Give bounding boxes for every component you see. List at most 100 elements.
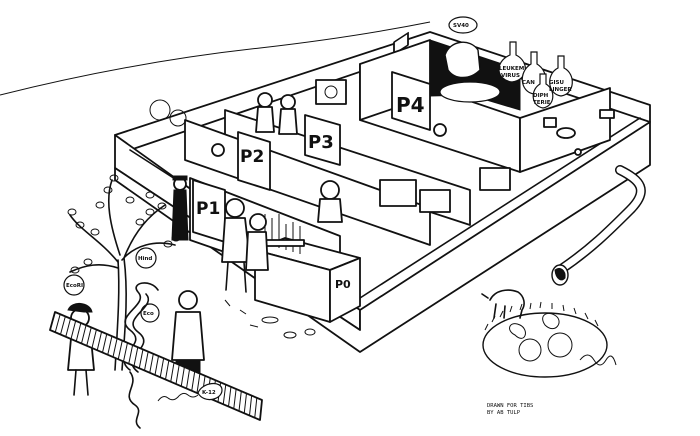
tree-fruit — [140, 303, 160, 323]
fence-stripe — [138, 349, 144, 369]
fence-stripe — [102, 333, 108, 353]
tree-fruit — [135, 247, 157, 269]
svg-text:LEUKEM: LEUKEM — [499, 66, 524, 72]
svg-text:CAN: CAN — [522, 80, 535, 86]
fence-stripe — [254, 397, 258, 418]
fence-stripe — [238, 391, 242, 412]
bottle: GISU LINGER — [549, 55, 573, 97]
pipe-outlet — [574, 148, 582, 156]
door-p1: P1 — [192, 179, 226, 243]
svg-text:GISU: GISU — [549, 80, 564, 86]
fence-stripe — [233, 388, 237, 409]
fence-stripe — [70, 320, 77, 340]
dna-strand — [128, 371, 141, 429]
guard-head — [257, 92, 273, 108]
fence-stripe — [170, 362, 175, 382]
flagellum — [157, 392, 199, 402]
worker-head — [211, 143, 225, 157]
bacterium-label: K-12 — [202, 390, 216, 396]
fence-stripe — [133, 347, 139, 367]
lab-bench: P0 — [254, 214, 361, 323]
svg-text:TERIE: TERIE — [533, 100, 551, 106]
microbe — [509, 323, 526, 339]
test-tubes — [264, 214, 301, 254]
fence-stripe — [75, 322, 82, 342]
guard-cap — [172, 175, 188, 181]
svg-text:VIRUS: VIRUS — [501, 73, 520, 79]
fence-stripe — [175, 364, 180, 385]
doctor-coat — [171, 311, 205, 361]
svg-text:DIPH: DIPH — [533, 93, 549, 99]
fence-stripe — [196, 373, 201, 394]
fence-stripe — [123, 342, 128, 362]
grass-tufts — [484, 301, 599, 331]
microbe — [542, 312, 560, 330]
fence-stripe — [112, 338, 118, 358]
p4-chamber: SV40 LEUKEM VIRUS CAN DIPH TERIE GISU LI… — [429, 16, 573, 111]
tree-fruit — [63, 274, 85, 296]
fence-stripe — [149, 353, 154, 373]
guard-uniform — [171, 189, 189, 241]
fence-stripe — [222, 384, 227, 405]
bottle: DIPH TERIE — [532, 73, 554, 109]
svg-text:EcoRI: EcoRI — [66, 283, 83, 289]
fence-stripe — [91, 329, 97, 349]
puddle — [482, 312, 608, 378]
door-p3: P3 — [304, 114, 341, 166]
bench-side — [329, 257, 361, 323]
washroom — [543, 109, 615, 156]
woman-hair — [67, 303, 93, 313]
basin — [439, 81, 501, 103]
room-figures — [149, 79, 511, 223]
fence-stripe — [228, 386, 232, 407]
scientists — [221, 198, 269, 293]
fence-stripe — [81, 325, 87, 344]
room-label-p4: P4 — [396, 93, 425, 117]
tube-rack — [263, 239, 305, 247]
svg-text:LINGER: LINGER — [549, 87, 572, 93]
fence-stripe — [128, 344, 134, 364]
door-p4: P4 — [391, 71, 431, 131]
sign-label: SV40 — [453, 23, 469, 29]
hose-opening — [554, 267, 566, 281]
tangled-tubes — [149, 99, 171, 121]
guard-head — [280, 94, 296, 110]
fence-stripe — [243, 393, 247, 414]
astronaut-body — [317, 198, 343, 223]
fence-stripe — [154, 355, 159, 376]
bottle: LEUKEM VIRUS — [498, 41, 526, 83]
villain-figure — [444, 41, 481, 79]
toilet-tank — [543, 117, 557, 128]
fence-stripe — [165, 360, 170, 380]
autoclave — [315, 79, 347, 105]
guard-body — [255, 106, 275, 133]
room-label-p2: P2 — [240, 147, 264, 167]
credit-line-2: BY AB TULP — [487, 410, 521, 416]
puddle-scene — [481, 289, 617, 378]
glove-box — [419, 189, 451, 213]
fence-stripe — [191, 371, 196, 391]
room-label-p3: P3 — [308, 132, 334, 153]
plasmid-ring — [518, 338, 542, 362]
fence-stripe — [96, 331, 103, 351]
guard-body — [278, 108, 298, 135]
tree-leaves — [67, 174, 181, 274]
entrance-guard — [171, 175, 189, 241]
fence-stripe — [54, 314, 61, 333]
sign-bubble — [448, 16, 478, 34]
doctor-head — [178, 290, 198, 310]
fence-stripe — [159, 358, 165, 378]
bacterium-body — [197, 383, 223, 401]
k12-bacterium: K-12 — [157, 383, 223, 402]
horizon-line — [0, 21, 431, 96]
plasmid-ring — [547, 332, 573, 358]
equipment — [433, 123, 447, 137]
scientist-body — [221, 217, 251, 263]
dog-figure — [489, 289, 525, 319]
bench-label: P0 — [335, 278, 351, 291]
fence-stripe — [186, 369, 191, 389]
squiggle-tail — [579, 354, 617, 366]
scientist-body — [245, 231, 269, 271]
